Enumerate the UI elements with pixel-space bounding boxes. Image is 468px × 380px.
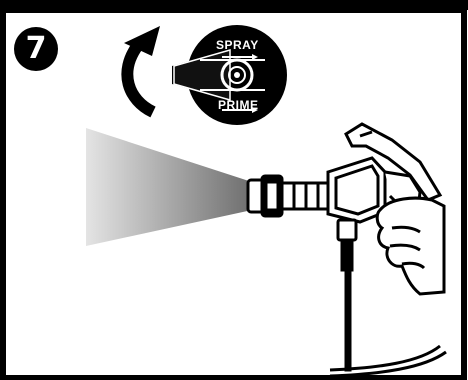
- knob-prime-label: PRIME: [218, 98, 259, 112]
- spray-gun-illustration: [246, 122, 447, 378]
- step-number-badge: 7: [14, 27, 58, 71]
- spray-prime-knob-icon: [172, 25, 287, 125]
- curved-arrow-icon: [121, 26, 160, 118]
- spray-fan-cone: [86, 128, 252, 246]
- knob-spray-label: SPRAY: [216, 38, 259, 52]
- panel-top-bar: [0, 0, 468, 10]
